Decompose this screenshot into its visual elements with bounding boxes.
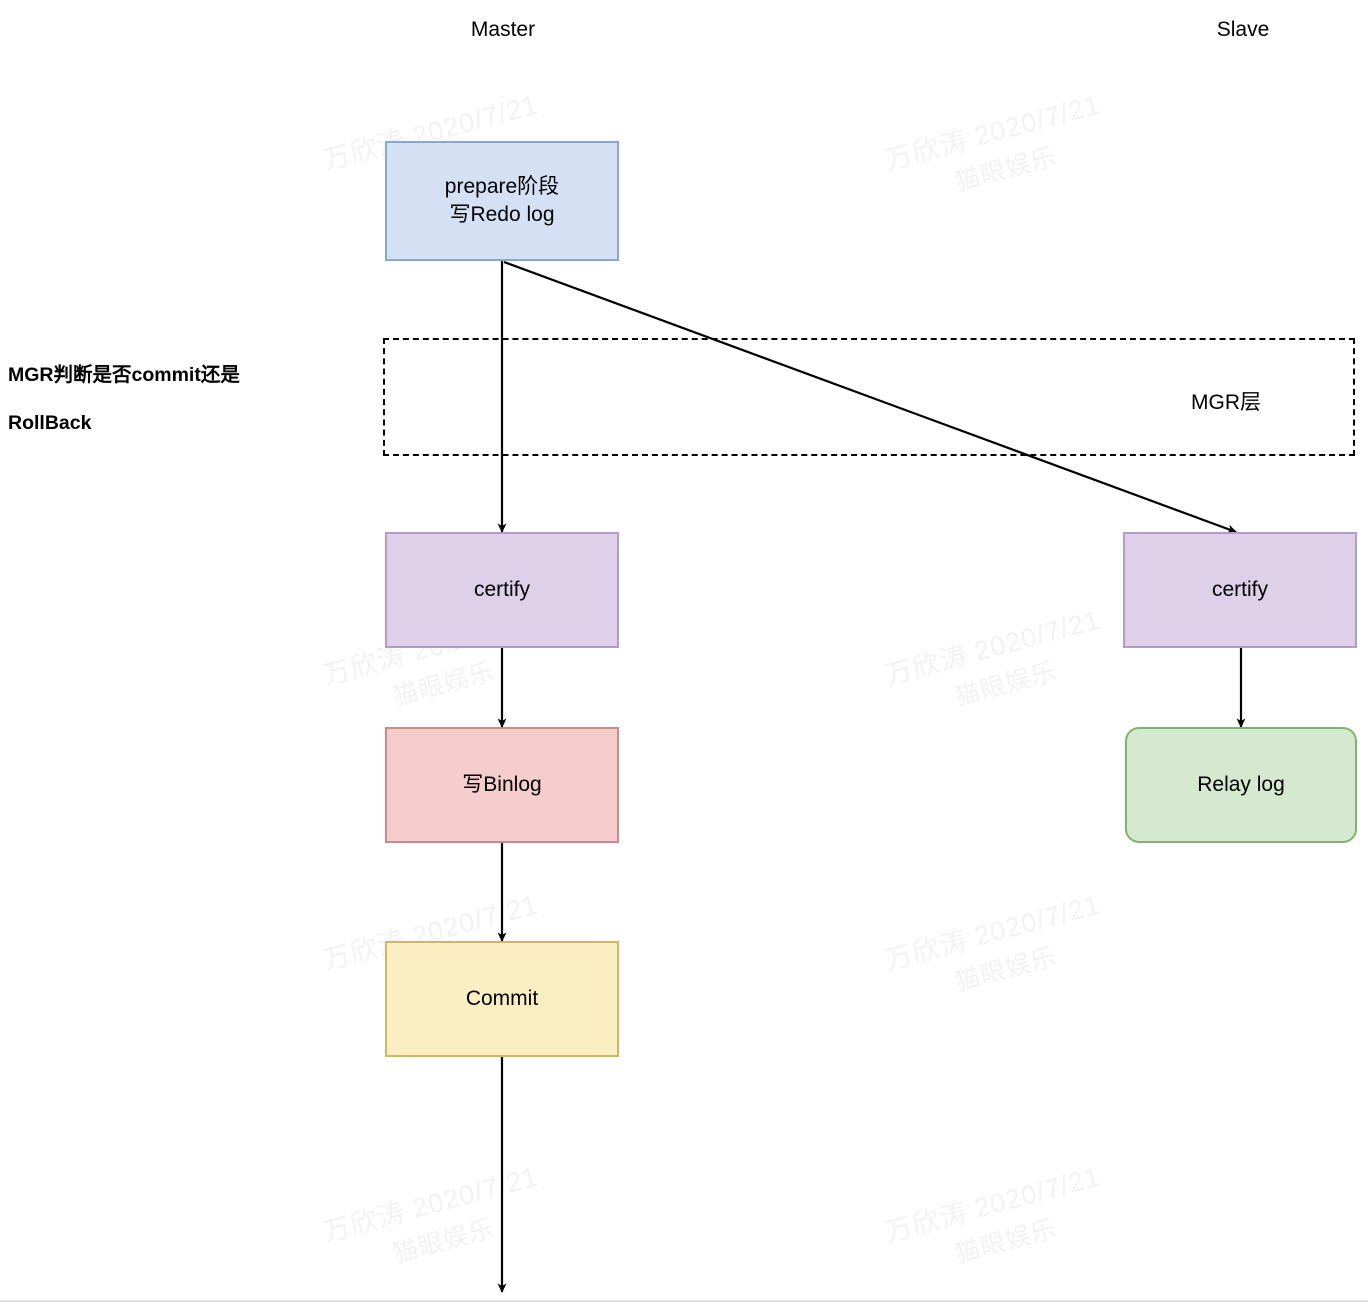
node-prepare[interactable]: prepare阶段写Redo log xyxy=(385,141,619,261)
node-label-line: 写Redo log xyxy=(449,203,555,226)
column-header-master: Master xyxy=(470,18,536,41)
mgr-decision-note-line2: RollBack xyxy=(8,411,92,434)
mgr-layer-label: MGR层 xyxy=(1191,391,1261,414)
mgr-decision-note: MGR判断是否commit还是 RollBack xyxy=(8,352,240,448)
node-label-write-binlog: 写Binlog xyxy=(462,771,541,799)
node-relay-log[interactable]: Relay log xyxy=(1125,727,1357,843)
mgr-layer-box xyxy=(383,338,1355,456)
node-label-line: certify xyxy=(473,578,530,602)
column-header-slave: Slave xyxy=(1216,18,1270,41)
node-certify-master[interactable]: certify xyxy=(385,532,619,648)
node-label-line: Commit xyxy=(465,987,539,1011)
node-label-line: Relay log xyxy=(1197,773,1285,797)
bottom-divider xyxy=(0,1300,1368,1302)
node-label-commit: Commit xyxy=(466,985,538,1013)
node-label-line: certify xyxy=(1211,578,1268,602)
node-certify-slave[interactable]: certify xyxy=(1123,532,1357,648)
node-label-certify-slave: certify xyxy=(1212,576,1268,604)
mgr-decision-note-line1: MGR判断是否commit还是 xyxy=(8,364,240,386)
node-write-binlog[interactable]: 写Binlog xyxy=(385,727,619,843)
node-label-relay-log: Relay log xyxy=(1197,771,1285,799)
node-label-line: 写Binlog xyxy=(462,773,542,797)
node-label-line: prepare阶段 xyxy=(444,175,560,199)
edge-prepare-to-certify-slave xyxy=(503,260,1237,534)
node-label-certify-master: certify xyxy=(474,576,530,604)
node-commit[interactable]: Commit xyxy=(385,941,619,1057)
node-label-prepare: prepare阶段写Redo log xyxy=(445,173,559,228)
